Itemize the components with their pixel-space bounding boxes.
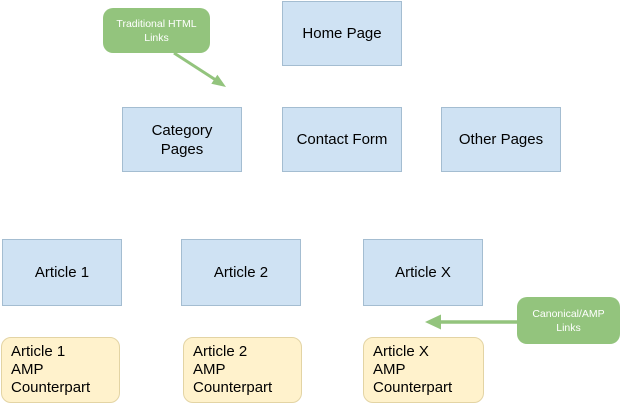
node-label-line: Category bbox=[151, 121, 213, 139]
node-label-line: Article X bbox=[373, 343, 429, 360]
annotation-line: Traditional HTML bbox=[116, 17, 197, 30]
node-label-line: Counterpart bbox=[193, 379, 273, 396]
annotation-line: Links bbox=[556, 321, 581, 334]
node-other-pages: Other Pages bbox=[441, 107, 561, 172]
annotation-line: Links bbox=[144, 31, 169, 44]
node-label-line: AMP bbox=[11, 361, 44, 378]
traditional-links-arrow bbox=[173, 51, 226, 87]
node-label: Article X bbox=[395, 264, 451, 281]
annotation-canonical-amp-links: Canonical/AMP Links bbox=[517, 297, 620, 344]
node-label-line: Pages bbox=[160, 140, 204, 158]
node-article-1: Article 1 bbox=[2, 239, 122, 306]
node-label: Home Page bbox=[302, 25, 382, 42]
node-label-line: AMP bbox=[373, 361, 406, 378]
annotation-line: Canonical/AMP bbox=[532, 307, 605, 320]
node-article-x-amp-counterpart: Article X AMP Counterpart bbox=[363, 337, 484, 403]
node-home-page: Home Page bbox=[282, 1, 402, 66]
node-label: Contact Form bbox=[296, 131, 388, 148]
canonical-links-arrow bbox=[425, 314, 517, 330]
node-label: Other Pages bbox=[458, 131, 544, 148]
node-label-line: AMP bbox=[193, 361, 226, 378]
node-label-line: Article 1 bbox=[11, 343, 66, 360]
node-article-1-amp-counterpart: Article 1 AMP Counterpart bbox=[1, 337, 120, 403]
node-label: Article 2 bbox=[213, 264, 269, 281]
node-article-2-amp-counterpart: Article 2 AMP Counterpart bbox=[183, 337, 302, 403]
node-article-x: Article X bbox=[363, 239, 483, 306]
node-label: Article 1 bbox=[34, 264, 90, 281]
annotation-traditional-html-links: Traditional HTML Links bbox=[103, 8, 210, 53]
node-label-line: Counterpart bbox=[373, 379, 453, 396]
node-label-line: Counterpart bbox=[11, 379, 91, 396]
node-contact-form: Contact Form bbox=[282, 107, 402, 172]
node-article-2: Article 2 bbox=[181, 239, 301, 306]
node-category-pages: Category Pages bbox=[122, 107, 242, 172]
node-label-line: Article 2 bbox=[193, 343, 248, 360]
